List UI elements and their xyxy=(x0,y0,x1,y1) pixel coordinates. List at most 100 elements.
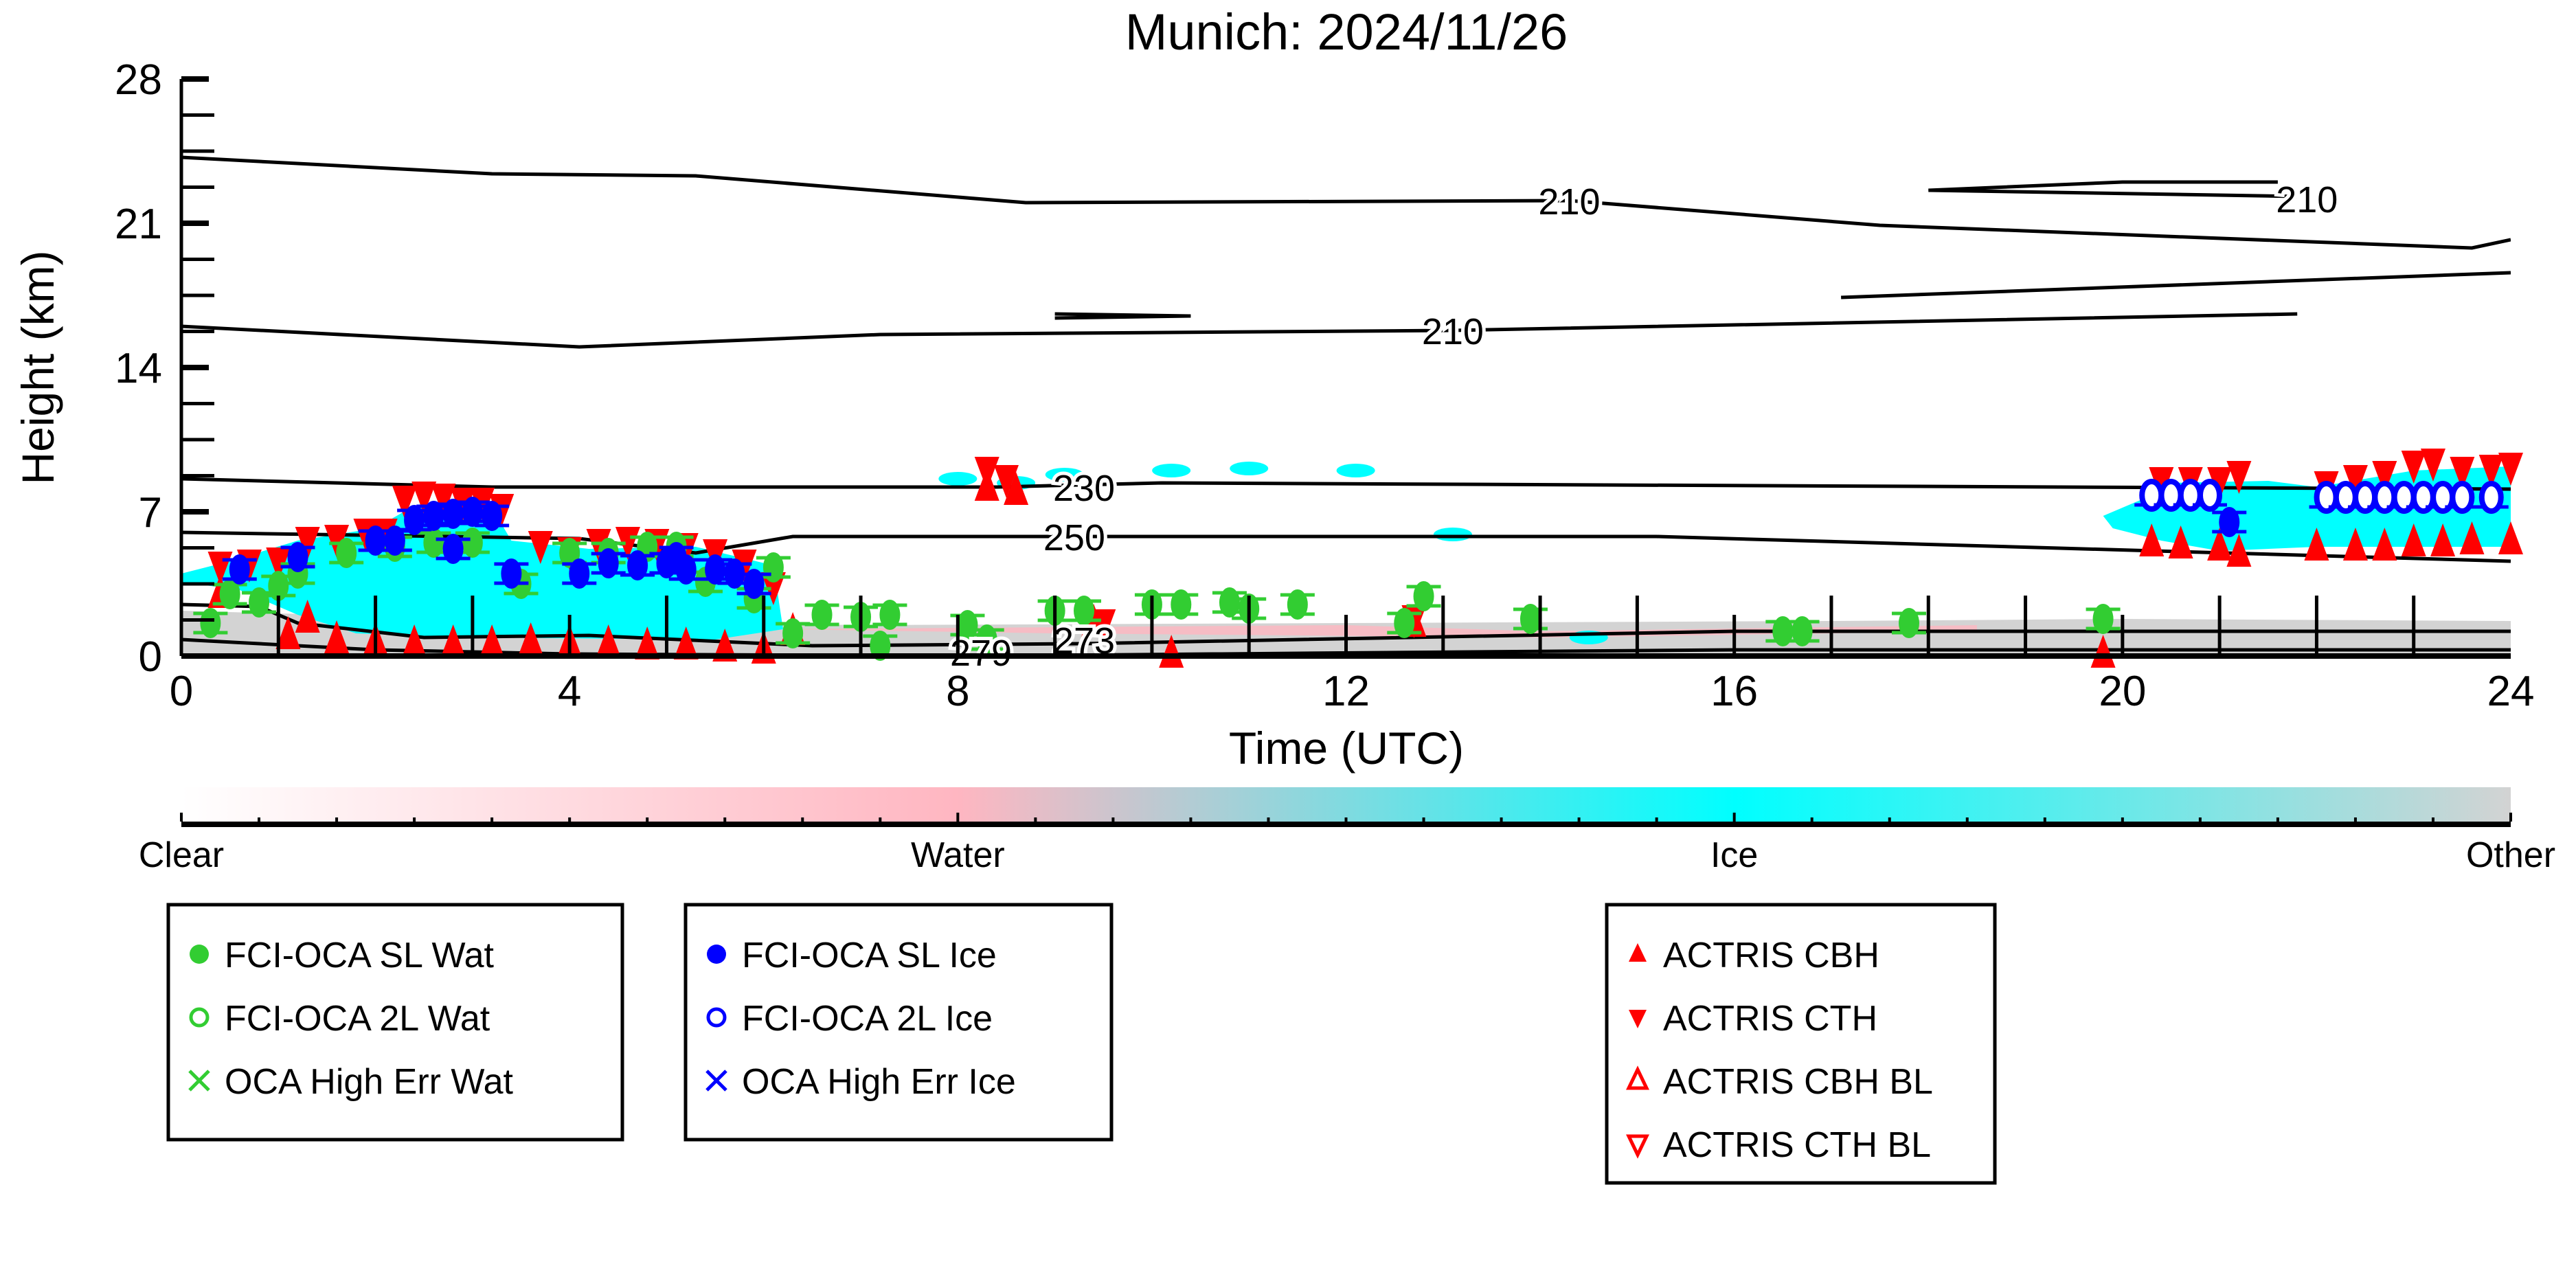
data-point-actris-cth xyxy=(431,484,456,517)
marker-triangle-down xyxy=(2342,465,2368,498)
marker-circle xyxy=(743,569,765,599)
data-point-actris-cbh xyxy=(2090,635,2116,668)
legend-entry-label: OCA High Err Wat xyxy=(225,1062,513,1102)
marker-triangle-down xyxy=(266,547,291,580)
marker-circle xyxy=(482,501,503,531)
marker-circle xyxy=(1898,608,1919,638)
marker-triangle-up xyxy=(479,624,505,657)
marker-triangle-up xyxy=(2372,528,2397,561)
marker-circle xyxy=(1287,589,1308,620)
marker-circle xyxy=(268,571,289,601)
data-point-actris-cth xyxy=(528,531,553,564)
ice-speck xyxy=(1152,464,1191,477)
contour-label: 210 xyxy=(1538,181,1600,223)
data-point-actris-cbh xyxy=(518,622,543,655)
data-point-actris-cbh xyxy=(596,624,621,657)
data-point-actris-cth xyxy=(2420,449,2445,482)
marker-triangle-up xyxy=(2090,635,2116,668)
marker-circle xyxy=(957,610,978,640)
legend-icon xyxy=(1626,1134,1649,1159)
marker-circle xyxy=(811,600,833,630)
marker-triangle-up xyxy=(295,600,320,633)
data-point-fci-oca-sl-ice xyxy=(562,558,597,589)
marker-open-circle xyxy=(2478,481,2504,514)
marker-circle xyxy=(976,624,997,655)
marker-circle xyxy=(2092,604,2114,634)
ice-speck xyxy=(938,472,978,486)
marker-triangle-down xyxy=(295,527,320,560)
data-point-fci-oca-sl-ice xyxy=(2212,507,2247,537)
marker-triangle-down xyxy=(2498,453,2523,486)
marker-triangle-up xyxy=(673,626,699,659)
data-point-actris-cth xyxy=(2401,451,2426,484)
data-point-fci-oca-sl-wat xyxy=(1513,604,1548,634)
data-point-fci-oca-sl-wat xyxy=(776,618,811,648)
data-point-fci-oca-sl-wat xyxy=(212,579,247,609)
marker-circle xyxy=(219,579,240,609)
data-point-actris-cbh xyxy=(2226,534,2252,567)
marker-open-circle xyxy=(2450,481,2475,514)
colorbar-label: Other xyxy=(2466,835,2555,875)
marker-triangle-down xyxy=(392,486,417,519)
marker-open-circle xyxy=(2197,479,2222,512)
chart-title: Munich: 2024/11/26 xyxy=(1125,3,1568,60)
x-tick-label: 8 xyxy=(946,668,969,715)
legend-entry-label: ACTRIS CBH xyxy=(1663,936,1879,975)
marker-circle xyxy=(724,558,745,589)
data-point-actris-cth xyxy=(974,457,999,490)
data-point-actris-cth xyxy=(2372,461,2397,494)
contour-line xyxy=(181,155,2511,250)
contour-line xyxy=(1054,312,1191,320)
legend-icon xyxy=(705,1070,727,1092)
data-point-actris-cth xyxy=(2478,455,2504,488)
triangle-down-icon xyxy=(1626,1134,1649,1159)
marker-triangle-up xyxy=(324,620,350,653)
marker-circle xyxy=(462,497,483,527)
legend-entry-label: ACTRIS CTH xyxy=(1663,999,1877,1039)
data-point-fci-oca-sl-wat xyxy=(1785,616,1820,646)
data-point-fci-oca-sl-wat xyxy=(1164,589,1199,620)
data-point-actris-cth xyxy=(2207,467,2233,500)
marker-circle xyxy=(705,554,726,585)
contour-label: 250 xyxy=(1043,517,1105,558)
y-tick-label: 21 xyxy=(115,201,162,248)
data-point-actris-cth xyxy=(993,465,1019,498)
data-point-actris-cth xyxy=(2342,465,2368,498)
marker-circle xyxy=(200,608,221,638)
x-tick-label: 24 xyxy=(2487,668,2535,715)
data-point-actris-cth xyxy=(2498,453,2523,486)
marker-triangle-up xyxy=(1159,635,1184,668)
legend-frame xyxy=(1605,903,1997,1185)
marker-triangle-down xyxy=(974,457,999,490)
marker-circle xyxy=(1171,589,1192,620)
legend-frame xyxy=(683,903,1114,1142)
marker-circle xyxy=(598,548,619,578)
triangle-down-icon xyxy=(1629,1010,1647,1028)
marker-triangle-up xyxy=(440,624,466,657)
marker-circle xyxy=(2219,507,2240,537)
data-point-actris-cbh xyxy=(324,620,350,653)
marker-triangle-up xyxy=(596,624,621,657)
legend-icon xyxy=(707,945,726,964)
data-point-actris-cth xyxy=(411,482,437,515)
marker-triangle-down xyxy=(324,525,350,558)
marker-triangle-up xyxy=(518,622,543,655)
data-point-actris-cth xyxy=(1091,609,1116,642)
marker-triangle-up xyxy=(275,616,301,649)
marker-circle xyxy=(627,550,648,580)
legend-entry-label: FCI-OCA 2L Wat xyxy=(225,999,490,1039)
marker-circle xyxy=(423,528,444,558)
data-point-fci-oca-sl-ice xyxy=(668,554,703,585)
data-point-fci-oca-sl-ice xyxy=(475,501,510,531)
contour-label: 230 xyxy=(1053,468,1115,509)
marker-triangle-up xyxy=(2168,526,2193,558)
marker-circle xyxy=(1219,587,1240,618)
data-point-actris-cth xyxy=(2149,467,2174,500)
data-point-fci-oca-sl-wat xyxy=(416,528,451,558)
x-tick-label: 16 xyxy=(1710,668,1758,715)
x-tick-label: 20 xyxy=(2099,668,2146,715)
legend-entry-label: FCI-OCA SL Ice xyxy=(742,936,997,975)
x-icon xyxy=(188,1070,210,1092)
